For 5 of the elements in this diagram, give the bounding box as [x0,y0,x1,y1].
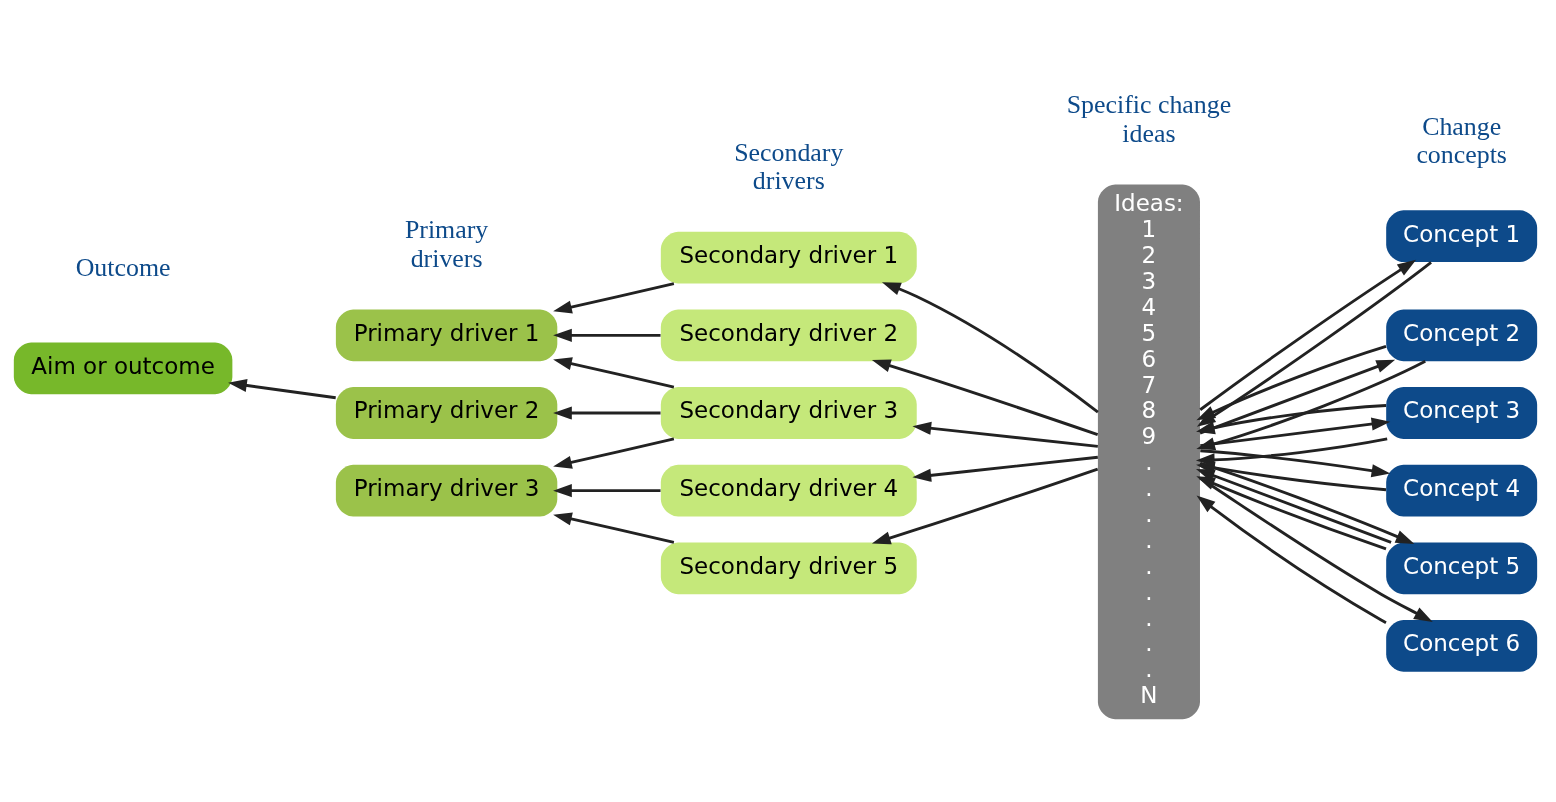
label: Specific change ideas [1066,89,1232,148]
label: Outcome [75,252,171,282]
label: Change concepts [1416,111,1507,169]
label: Primary drivers [404,214,489,273]
label: Secondary drivers [734,137,844,195]
